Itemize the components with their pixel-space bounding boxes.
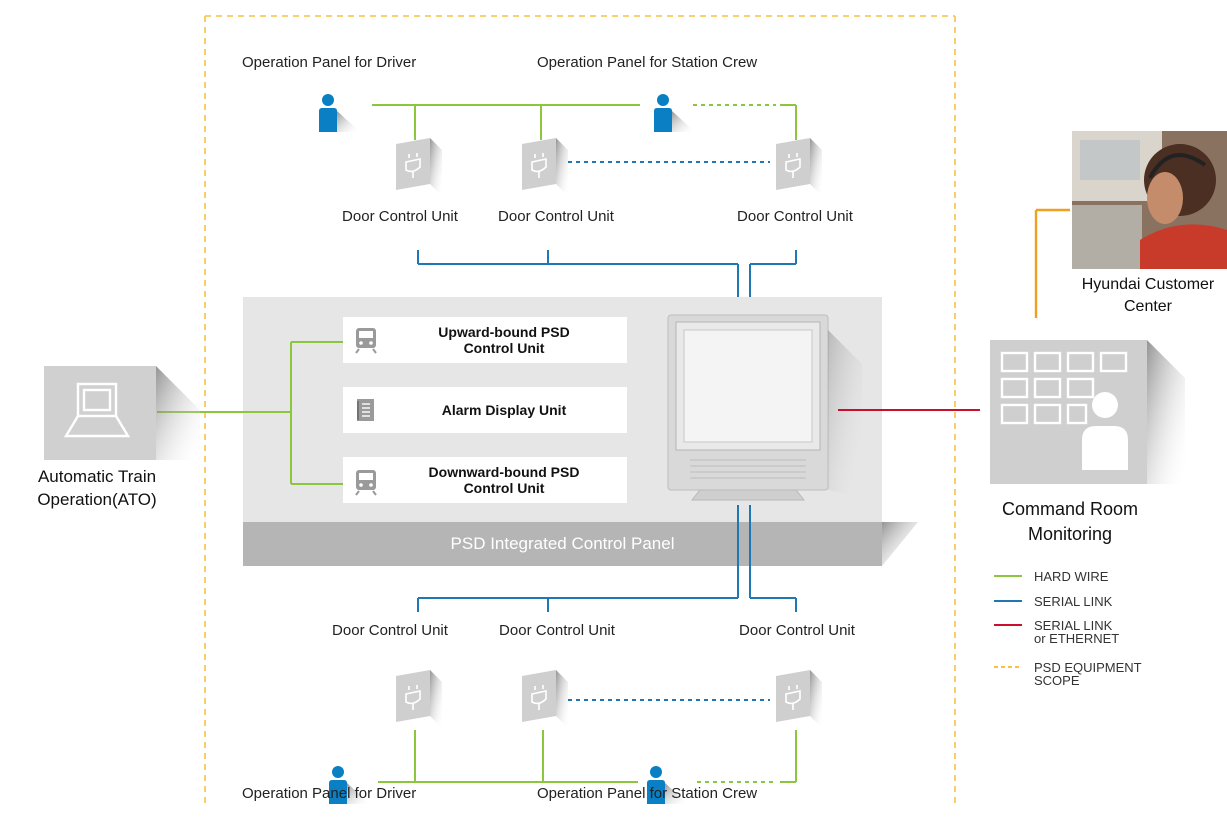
- label-customer-line1: Hyundai Customer: [1081, 276, 1215, 293]
- label-ato-line1: Automatic Train: [37, 467, 157, 486]
- bottom-serial-lines: [417, 505, 797, 612]
- label-customer-line2: Center: [1123, 298, 1173, 315]
- alarm-label: Alarm Display Unit: [441, 402, 567, 418]
- downward-line2: Control Unit: [463, 480, 545, 496]
- downward-unit-box: [343, 457, 627, 503]
- label-ato: Automatic Train Operation(ATO): [37, 465, 156, 511]
- downward-line1: Downward-bound PSD: [428, 464, 580, 480]
- label-dcu-bottom-2: Door Control Unit: [499, 622, 615, 639]
- control-panel-bar: [243, 522, 882, 566]
- alarm-display-unit: Alarm Display Unit: [343, 387, 627, 433]
- door-control-unit-icon: [775, 137, 823, 197]
- label-command-line1: Command Room: [1001, 499, 1139, 519]
- door-control-unit-icon: [395, 669, 443, 729]
- top-hardwire-lines: [372, 104, 797, 140]
- monitor-icon: [667, 314, 862, 501]
- label-dcu-top-2: Door Control Unit: [498, 208, 614, 225]
- legend-serial-ethernet-line1: SERIAL LINK: [1034, 618, 1113, 633]
- legend-scope-line1: PSD EQUIPMENT: [1034, 660, 1142, 675]
- label-dcu-top-1: Door Control Unit: [342, 208, 458, 225]
- upward-line1: Upward-bound PSD: [438, 324, 570, 340]
- control-panel-shadow: [882, 522, 918, 566]
- door-control-unit-icon: [775, 669, 823, 729]
- command-room-icon: [990, 340, 1185, 484]
- customer-center-photo: [1072, 131, 1227, 269]
- ato-laptop-icon: [44, 366, 200, 460]
- label-operation-panel-crew-top: Operation Panel for Station Crew: [537, 54, 758, 71]
- label-ato-line2: Operation(ATO): [37, 490, 157, 509]
- legend-serial-ethernet-line2: or ETHERNET: [1034, 631, 1120, 646]
- legend-serial-ethernet: SERIAL LINK or ETHERNET: [1034, 619, 1119, 645]
- label-operation-panel-driver-bottom: Operation Panel for Driver: [242, 785, 417, 802]
- legend-scope-line2: SCOPE: [1034, 673, 1080, 688]
- legend-swatches: [994, 575, 1022, 668]
- legend-psd-scope: PSD EQUIPMENT SCOPE: [1034, 661, 1142, 687]
- upward-unit-box: [343, 317, 627, 363]
- upward-psd-control-unit: Upward-bound PSD Control Unit: [343, 317, 627, 363]
- bottom-hardwire-lines: [378, 730, 797, 783]
- label-command-room: Command Room Monitoring: [1002, 497, 1138, 547]
- label-dcu-bottom-1: Door Control Unit: [332, 622, 448, 639]
- label-command-line2: Monitoring: [1027, 524, 1113, 544]
- door-control-unit-icon: [521, 137, 569, 197]
- panel-title: PSD Integrated Control Panel: [450, 534, 675, 553]
- door-control-unit-icon: [521, 669, 569, 729]
- alarm-unit-box: [343, 387, 627, 433]
- label-customer-center: Hyundai Customer Center: [1082, 274, 1215, 318]
- alarm-book-icon: [357, 399, 374, 421]
- legend-serial-link: SERIAL LINK: [1034, 594, 1113, 609]
- door-control-unit-icon: [395, 137, 443, 197]
- downward-psd-control-unit: Downward-bound PSD Control Unit: [343, 457, 627, 503]
- upward-line2: Control Unit: [463, 340, 545, 356]
- label-dcu-bottom-3: Door Control Unit: [739, 622, 855, 639]
- driver-person-icon: [319, 94, 360, 132]
- customer-link-line: [1034, 208, 1070, 318]
- legend-hard-wire: HARD WIRE: [1034, 569, 1109, 584]
- label-operation-panel-driver-top: Operation Panel for Driver: [242, 54, 417, 71]
- label-dcu-top-3: Door Control Unit: [737, 208, 853, 225]
- label-operation-panel-crew-bottom: Operation Panel for Station Crew: [537, 785, 758, 802]
- crew-person-icon: [654, 94, 695, 132]
